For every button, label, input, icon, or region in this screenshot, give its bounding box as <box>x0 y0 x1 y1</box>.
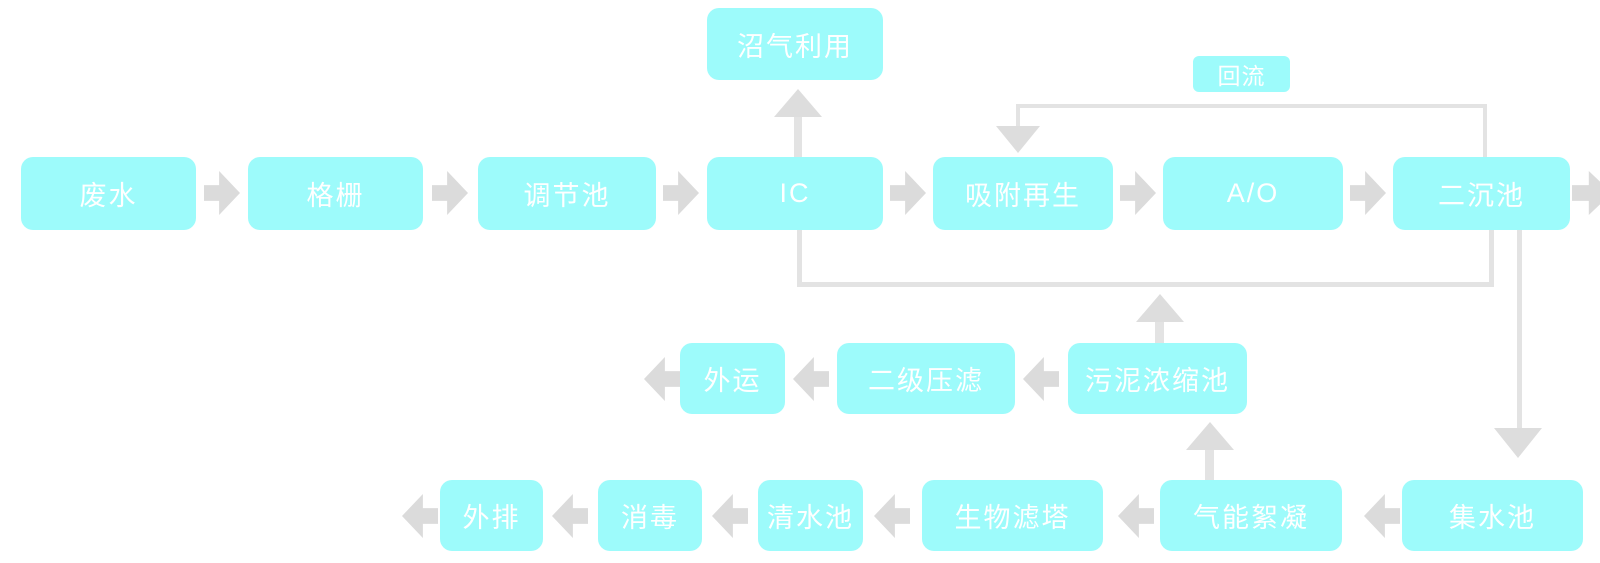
node-ao-process: A/O <box>1163 157 1343 230</box>
sludge-connector-line <box>797 282 1494 287</box>
flow-arrow-left-icon <box>552 494 588 538</box>
node-secondary-filter-press: 二级压滤 <box>837 343 1015 414</box>
flow-arrow-left-icon <box>402 494 438 538</box>
node-ic-reactor: IC <box>707 157 883 230</box>
thickener-connector-line <box>1155 320 1164 343</box>
flow-arrow-left-icon <box>874 494 910 538</box>
node-air-flocculation: 气能絮凝 <box>1160 480 1342 551</box>
node-bio-filter-tower: 生物滤塔 <box>922 480 1103 551</box>
node-outbound-transport: 外运 <box>680 343 785 414</box>
flow-arrow-left-icon <box>712 494 748 538</box>
flow-arrow-left-icon <box>644 357 680 401</box>
node-bar-screen: 格栅 <box>248 157 423 230</box>
flow-arrow-right-icon <box>1572 171 1600 215</box>
flow-arrow-right-icon <box>1120 171 1156 215</box>
reflux-connector-line <box>1016 104 1020 128</box>
flow-arrow-right-icon <box>432 171 468 215</box>
node-wastewater: 废水 <box>21 157 196 230</box>
biogas-connector-line <box>794 116 802 157</box>
node-adsorption-regeneration: 吸附再生 <box>933 157 1113 230</box>
sludge-connector-line <box>797 230 802 285</box>
reflux-connector-line <box>1483 104 1487 157</box>
flocculation-arrow-up-icon <box>1186 422 1234 450</box>
node-final-discharge: 外排 <box>440 480 543 551</box>
flow-arrow-left-icon <box>1023 357 1059 401</box>
node-disinfection: 消毒 <box>598 480 702 551</box>
node-biogas-utilization: 沼气利用 <box>707 8 883 80</box>
biogas-arrow-up-icon <box>774 89 822 117</box>
flow-arrow-right-icon <box>204 171 240 215</box>
flow-arrow-right-icon <box>1350 171 1386 215</box>
sludge-connector-line <box>1489 230 1494 287</box>
flow-arrow-left-icon <box>793 357 829 401</box>
node-secondary-clarifier: 二沉池 <box>1393 157 1570 230</box>
node-clean-water-tank: 清水池 <box>758 480 863 551</box>
node-collection-tank: 集水池 <box>1402 480 1583 551</box>
reflux-connector-line <box>1016 104 1487 108</box>
reflux-arrow-down-icon <box>996 126 1040 153</box>
collection-arrow-down-icon <box>1494 428 1542 458</box>
flow-arrow-right-icon <box>663 171 699 215</box>
label-reflux: 回流 <box>1193 56 1290 92</box>
node-regulating-tank: 调节池 <box>478 157 656 230</box>
flocculation-connector-line <box>1205 448 1214 480</box>
flow-arrow-left-icon <box>1364 494 1400 538</box>
clarifier-to-collection-line <box>1517 230 1522 428</box>
flow-arrow-right-icon <box>890 171 926 215</box>
thickener-arrow-up-icon <box>1136 294 1184 322</box>
flow-arrow-left-icon <box>1118 494 1154 538</box>
node-sludge-thickener: 污泥浓缩池 <box>1068 343 1247 414</box>
